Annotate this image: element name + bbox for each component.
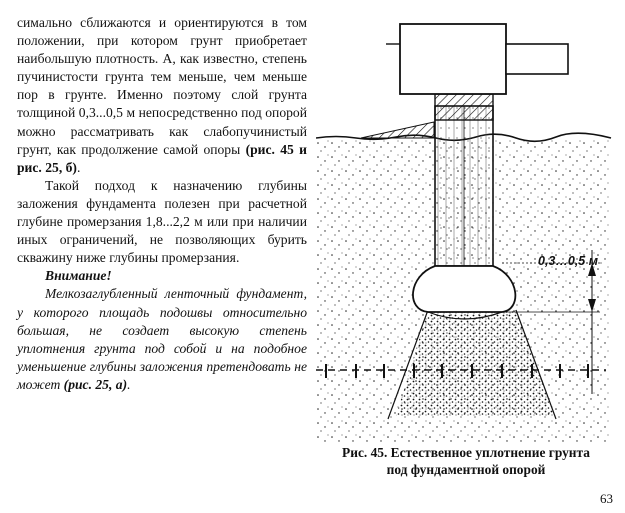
note-paragraph: Мелкозаглубленный ленточный фундамент, у…	[17, 285, 307, 394]
blind-area	[360, 121, 435, 139]
caption-line-2: под фундаментной опорой	[386, 462, 546, 477]
note-text: Мелкозаглубленный ленточный фундамент, у…	[17, 286, 307, 392]
bulb-base-arc	[427, 311, 503, 320]
paragraph-2: Такой подход к назначению глубины заложе…	[17, 177, 307, 266]
grillage-beam	[399, 23, 507, 95]
figure-reference: (рис. 45 и рис. 25, б)	[17, 141, 307, 175]
note-figure-reference: (рис. 25, а)	[63, 376, 128, 392]
compaction-zone	[396, 310, 554, 416]
frost-tick-marks	[325, 364, 589, 378]
figure-caption: Рис. 45. Естественное уплотнение грунта …	[312, 444, 620, 478]
caption-line-1: Рис. 45. Естественное уплотнение грунта	[342, 445, 590, 460]
dimension-arrow-top	[588, 263, 596, 276]
pillar-top-band	[434, 93, 494, 121]
page-number: 63	[600, 491, 613, 506]
compaction-right-line	[515, 309, 557, 420]
dimension-label: 0,3…0,5 м	[538, 254, 598, 268]
foundation-bulb	[412, 265, 517, 313]
warning-heading: Внимание!	[45, 268, 112, 284]
paragraph-1-end: .	[76, 159, 81, 175]
wall-element	[505, 43, 569, 75]
paragraph-1-text: симально сближаются и ориентируются в то…	[17, 15, 307, 157]
body-text-column: симально сближаются и ориентируются в то…	[17, 14, 307, 394]
paragraph-1: симально сближаются и ориентируются в то…	[17, 14, 307, 177]
foundation-pillar-diagram	[316, 23, 612, 444]
note-end: .	[127, 376, 131, 392]
compaction-left-line	[387, 309, 429, 420]
dimension-arrow-bottom	[588, 299, 596, 312]
